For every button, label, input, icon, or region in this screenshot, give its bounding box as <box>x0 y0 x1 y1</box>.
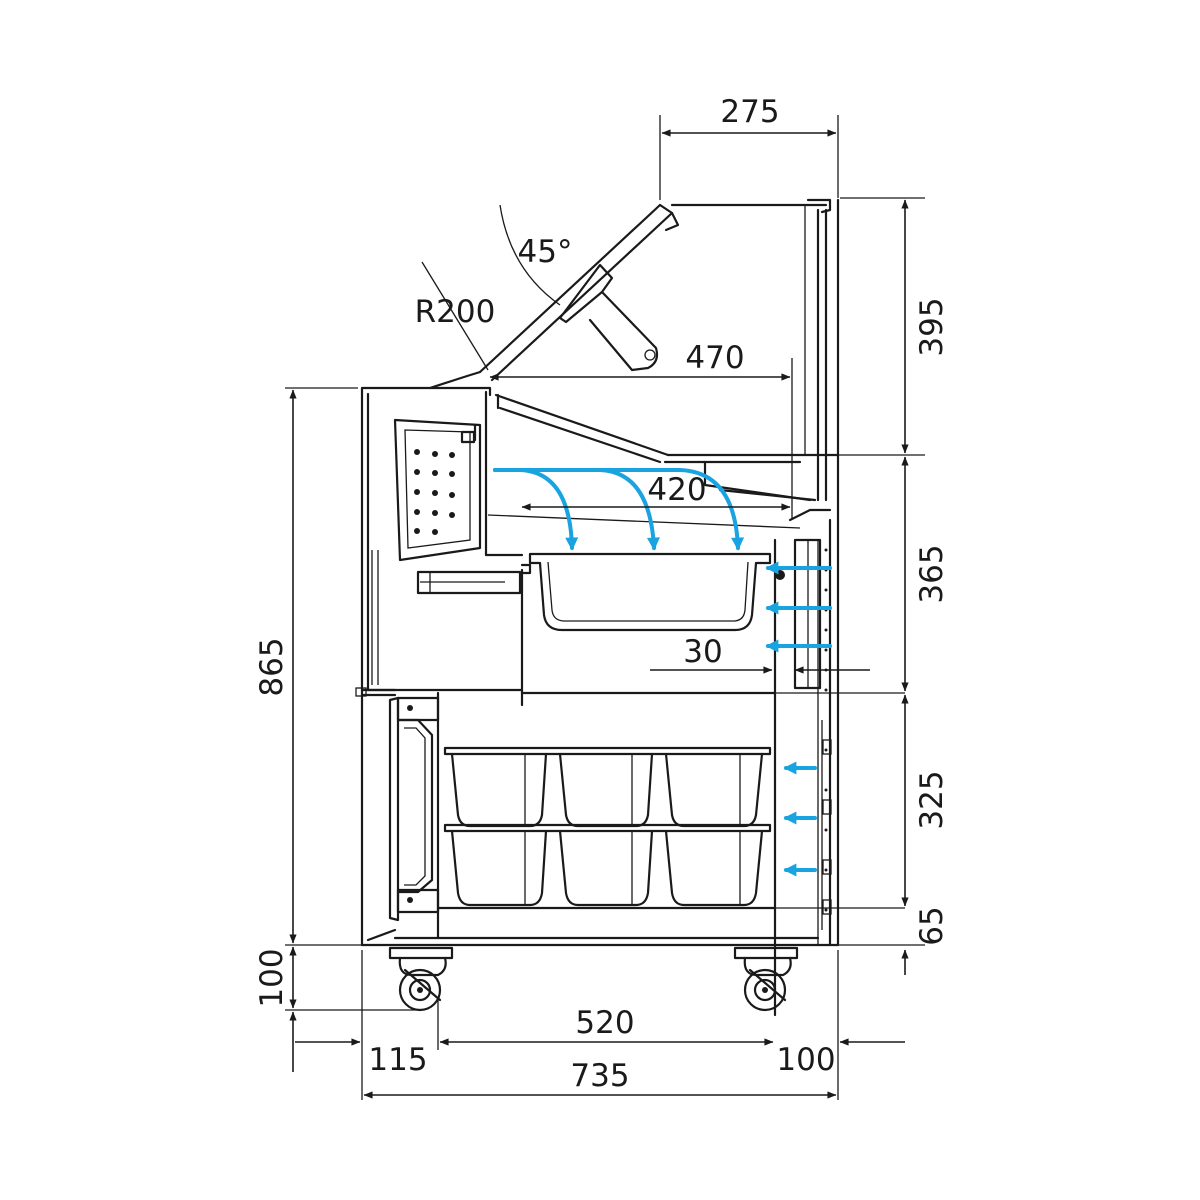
dim-top-width: 275 <box>720 94 779 130</box>
rear-evaporator <box>775 538 832 945</box>
rear-castor <box>733 946 799 1012</box>
tray-support <box>487 508 832 1017</box>
display-glass <box>428 198 832 502</box>
dim-base-height: 65 <box>914 906 950 945</box>
dim-canopy-depth: 470 <box>685 340 744 376</box>
airflow-curve-1 <box>493 468 579 551</box>
airflow-curve-3 <box>493 468 745 551</box>
dim-storage-height: 325 <box>914 770 950 829</box>
dimension-lines <box>285 115 925 1100</box>
dim-wheelbase: 520 <box>575 1005 634 1041</box>
storage-containers <box>443 746 772 907</box>
display-tray <box>528 552 772 632</box>
dim-tray-depth: 420 <box>647 472 706 508</box>
canopy <box>494 358 840 520</box>
front-castor <box>388 946 454 1012</box>
storage-compartment <box>355 687 905 942</box>
dim-glass-angle: 45° <box>518 234 573 270</box>
dim-total-height: 865 <box>254 637 290 696</box>
dim-front-overhang: 115 <box>368 1042 427 1078</box>
dim-rear-gap: 30 <box>683 634 722 670</box>
dim-leg-height: 100 <box>254 948 290 1007</box>
dim-total-depth: 735 <box>570 1058 629 1094</box>
dim-display-height: 365 <box>914 544 950 603</box>
perforated-basket <box>393 390 532 595</box>
airflow-arrows <box>493 468 832 877</box>
dim-rear-overhang: 100 <box>776 1042 835 1078</box>
dimension-labels: 275 45° R200 470 420 30 395 365 325 65 8… <box>254 94 950 1094</box>
dim-upper-height: 395 <box>914 297 950 356</box>
airflow-curve-2 <box>493 468 660 551</box>
dim-glass-radius: R200 <box>415 294 496 330</box>
cabinet-outline <box>360 198 840 947</box>
